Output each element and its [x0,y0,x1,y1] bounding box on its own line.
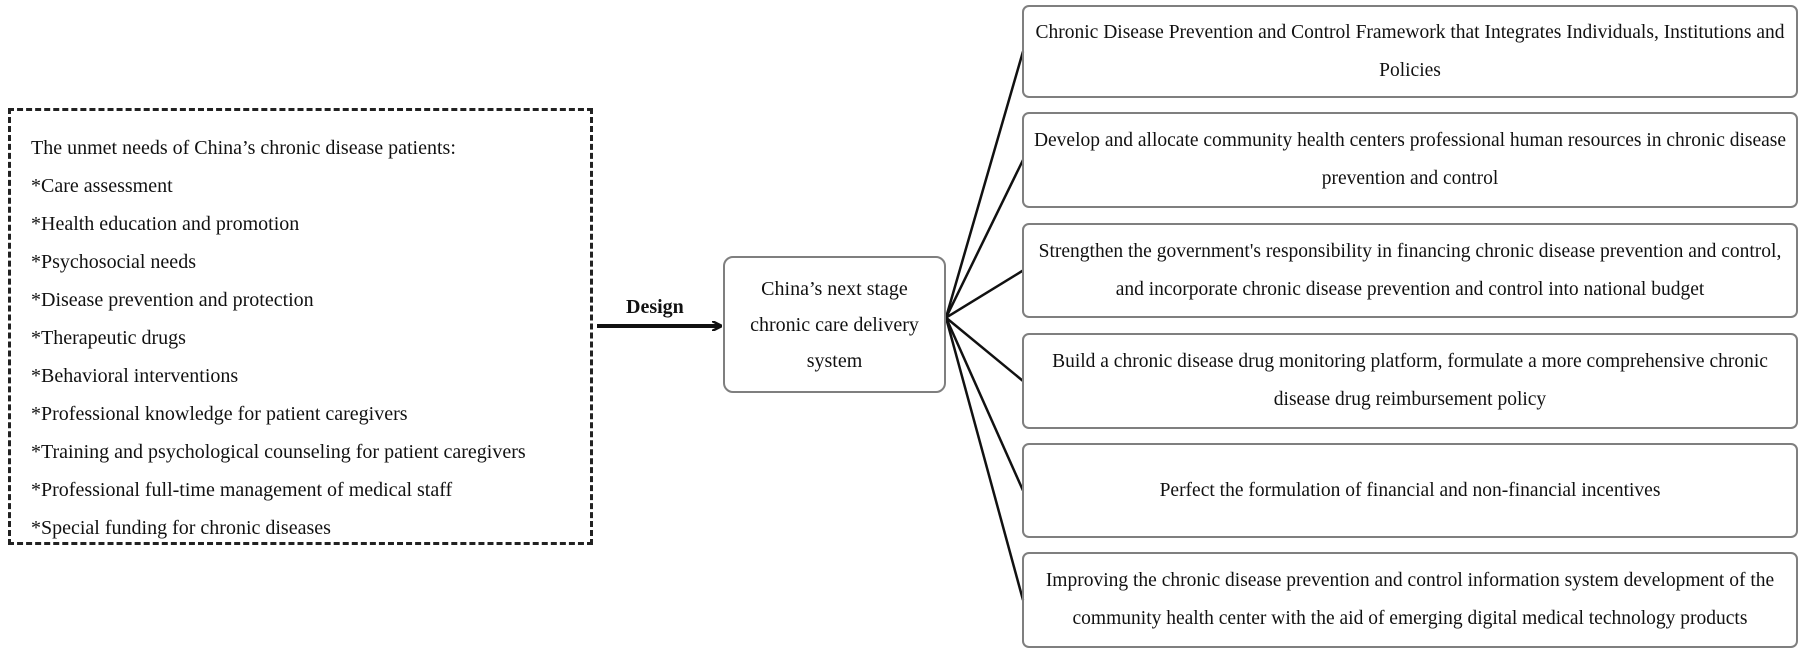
need-item: *Special funding for chronic diseases [31,517,331,539]
unmet-needs-box: The unmet needs of China’s chronic disea… [8,108,593,545]
branch-connector [944,159,1025,319]
need-item: *Behavioral interventions [31,365,239,387]
need-item: *Professional full-time management of me… [31,479,453,501]
branch-connector [945,316,1024,382]
care-delivery-system-label: China’s next stage chronic care delivery… [750,277,919,372]
outcome-box: Perfect the formulation of financial and… [1022,443,1798,538]
need-item: *Professional knowledge for patient care… [31,403,408,425]
design-arrow-label: Design [626,296,684,318]
need-item: *Health education and promotion [31,213,300,235]
branch-connector [944,51,1025,318]
outcome-box: Build a chronic disease drug monitoring … [1022,333,1798,429]
outcome-text: Chronic Disease Prevention and Control F… [1035,21,1785,81]
branch-lines [944,51,1025,601]
outcome-box: Improving the chronic disease prevention… [1022,552,1798,648]
need-item: *Therapeutic drugs [31,327,186,349]
outcome-text: Improving the chronic disease prevention… [1045,570,1775,629]
outcome-text: Strengthen the government's responsibili… [1038,240,1782,300]
care-delivery-system-box: China’s next stage chronic care delivery… [723,256,946,393]
need-item: *Psychosocial needs [31,251,196,273]
need-item: *Training and psychological counseling f… [31,441,526,463]
outcome-text: Perfect the formulation of financial and… [1159,479,1661,501]
outcome-box: Chronic Disease Prevention and Control F… [1022,5,1798,98]
outcome-text: Build a chronic disease drug monitoring … [1052,351,1768,410]
outcome-box: Strengthen the government's responsibili… [1022,223,1798,318]
need-item: *Disease prevention and protection [31,289,314,311]
branch-connector [945,269,1024,319]
branch-connector [944,317,1025,601]
unmet-needs-title: The unmet needs of China’s chronic disea… [31,137,456,159]
outcome-box: Develop and allocate community health ce… [1022,112,1798,208]
branch-connector [944,317,1025,492]
need-item: *Care assessment [31,175,173,197]
outcome-text: Develop and allocate community health ce… [1033,130,1787,189]
